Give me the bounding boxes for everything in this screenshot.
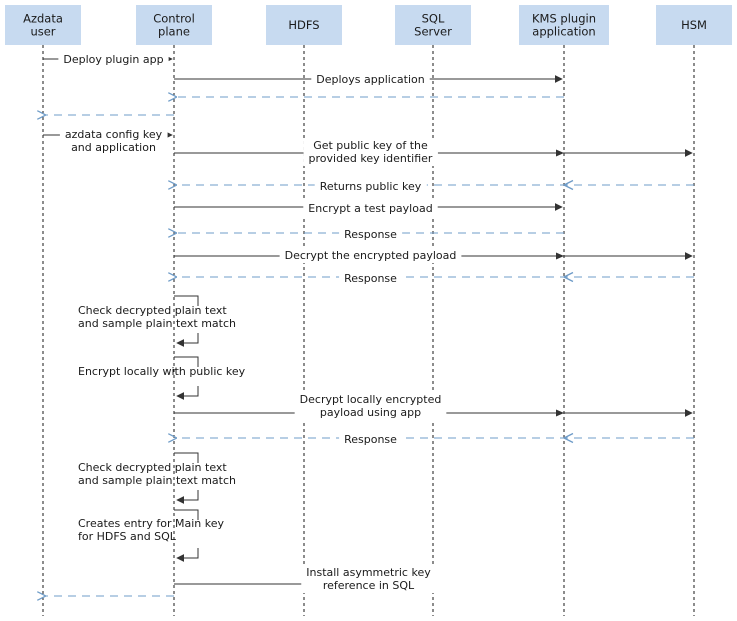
response-arrowhead [562, 179, 574, 191]
participant-hsm: HSM [656, 5, 732, 45]
message-label: Decrypt locally encrypted [300, 393, 442, 406]
label-background [339, 271, 403, 286]
label-background [339, 432, 403, 447]
participant-box [519, 5, 609, 45]
message-label: reference in SQL [323, 579, 415, 592]
label-background [59, 127, 168, 155]
message-label: Decrypt the encrypted payload [285, 249, 457, 262]
participant-label: Control [153, 12, 195, 26]
label-background [303, 138, 438, 166]
participant-label: HSM [681, 18, 707, 32]
label-background [301, 565, 437, 593]
response-arrowhead [562, 432, 574, 444]
call-arrowhead [556, 252, 564, 260]
response-arrowhead [562, 271, 574, 283]
label-background [303, 201, 438, 216]
self-call-start [174, 356, 199, 367]
message-8: Response [176, 227, 564, 242]
self-call-return [176, 333, 199, 347]
message-label: Response [344, 272, 397, 285]
participant-hdfs: HDFS [266, 5, 342, 45]
label-background [294, 392, 447, 420]
self-call-return [176, 386, 199, 400]
lifelines [42, 45, 695, 616]
self-call-start [174, 509, 199, 520]
participant-label: application [532, 25, 595, 39]
message-label: provided key identifier [309, 152, 433, 165]
participant-label: Server [414, 25, 452, 39]
self-call-return [176, 490, 199, 504]
message-label: Check decrypted plain text [78, 304, 227, 317]
message-label: Install asymmetric key [306, 566, 431, 579]
message-label: Encrypt locally with public key [78, 365, 246, 378]
label-background [279, 248, 462, 263]
self-call-start [174, 295, 199, 306]
message-label: and sample plain text match [78, 317, 236, 330]
participant-box [395, 5, 471, 45]
message-9: Decrypt the encrypted payload [174, 248, 693, 263]
participant-label: SQL [422, 12, 445, 26]
message-14: Response [176, 432, 694, 447]
message-label: Response [344, 228, 397, 241]
participant-label: KMS plugin [532, 12, 596, 26]
message-label: Deploys application [316, 73, 424, 86]
call-arrowhead [556, 149, 564, 157]
message-0: Deploy plugin app [43, 52, 173, 67]
participant-box [136, 5, 212, 45]
message-label: Get public key of the [313, 139, 428, 152]
self-call-return [176, 548, 199, 562]
message-12: Encrypt locally with public key [78, 356, 246, 400]
label-background [314, 179, 427, 194]
participant-label: Azdata [23, 12, 63, 26]
label-background [339, 227, 403, 242]
self-call-start [174, 452, 199, 463]
label-background [58, 52, 169, 67]
participant-label: plane [158, 25, 190, 39]
participant-label: HDFS [288, 18, 319, 32]
message-label: azdata config key [65, 128, 163, 141]
participant-label: user [30, 25, 55, 39]
message-label: payload using app [320, 406, 421, 419]
participant-box [5, 5, 81, 45]
message-6: Returns public key [176, 179, 694, 194]
message-label: Creates entry for Main key [78, 517, 224, 530]
message-label: Returns public key [320, 180, 422, 193]
participant-box [656, 5, 732, 45]
message-label: for HDFS and SQL [78, 530, 177, 543]
message-label: Encrypt a test payload [308, 202, 432, 215]
message-label: Check decrypted plain text [78, 461, 227, 474]
message-7: Encrypt a test payload [174, 201, 563, 216]
message-label: and application [71, 141, 156, 154]
message-label: Response [344, 433, 397, 446]
message-label: and sample plain text match [78, 474, 236, 487]
message-1: Deploys application [174, 72, 563, 87]
label-background [311, 72, 430, 87]
call-arrowhead [556, 409, 564, 417]
message-10: Response [176, 271, 694, 286]
participant-box [266, 5, 342, 45]
message-label: Deploy plugin app [63, 53, 163, 66]
